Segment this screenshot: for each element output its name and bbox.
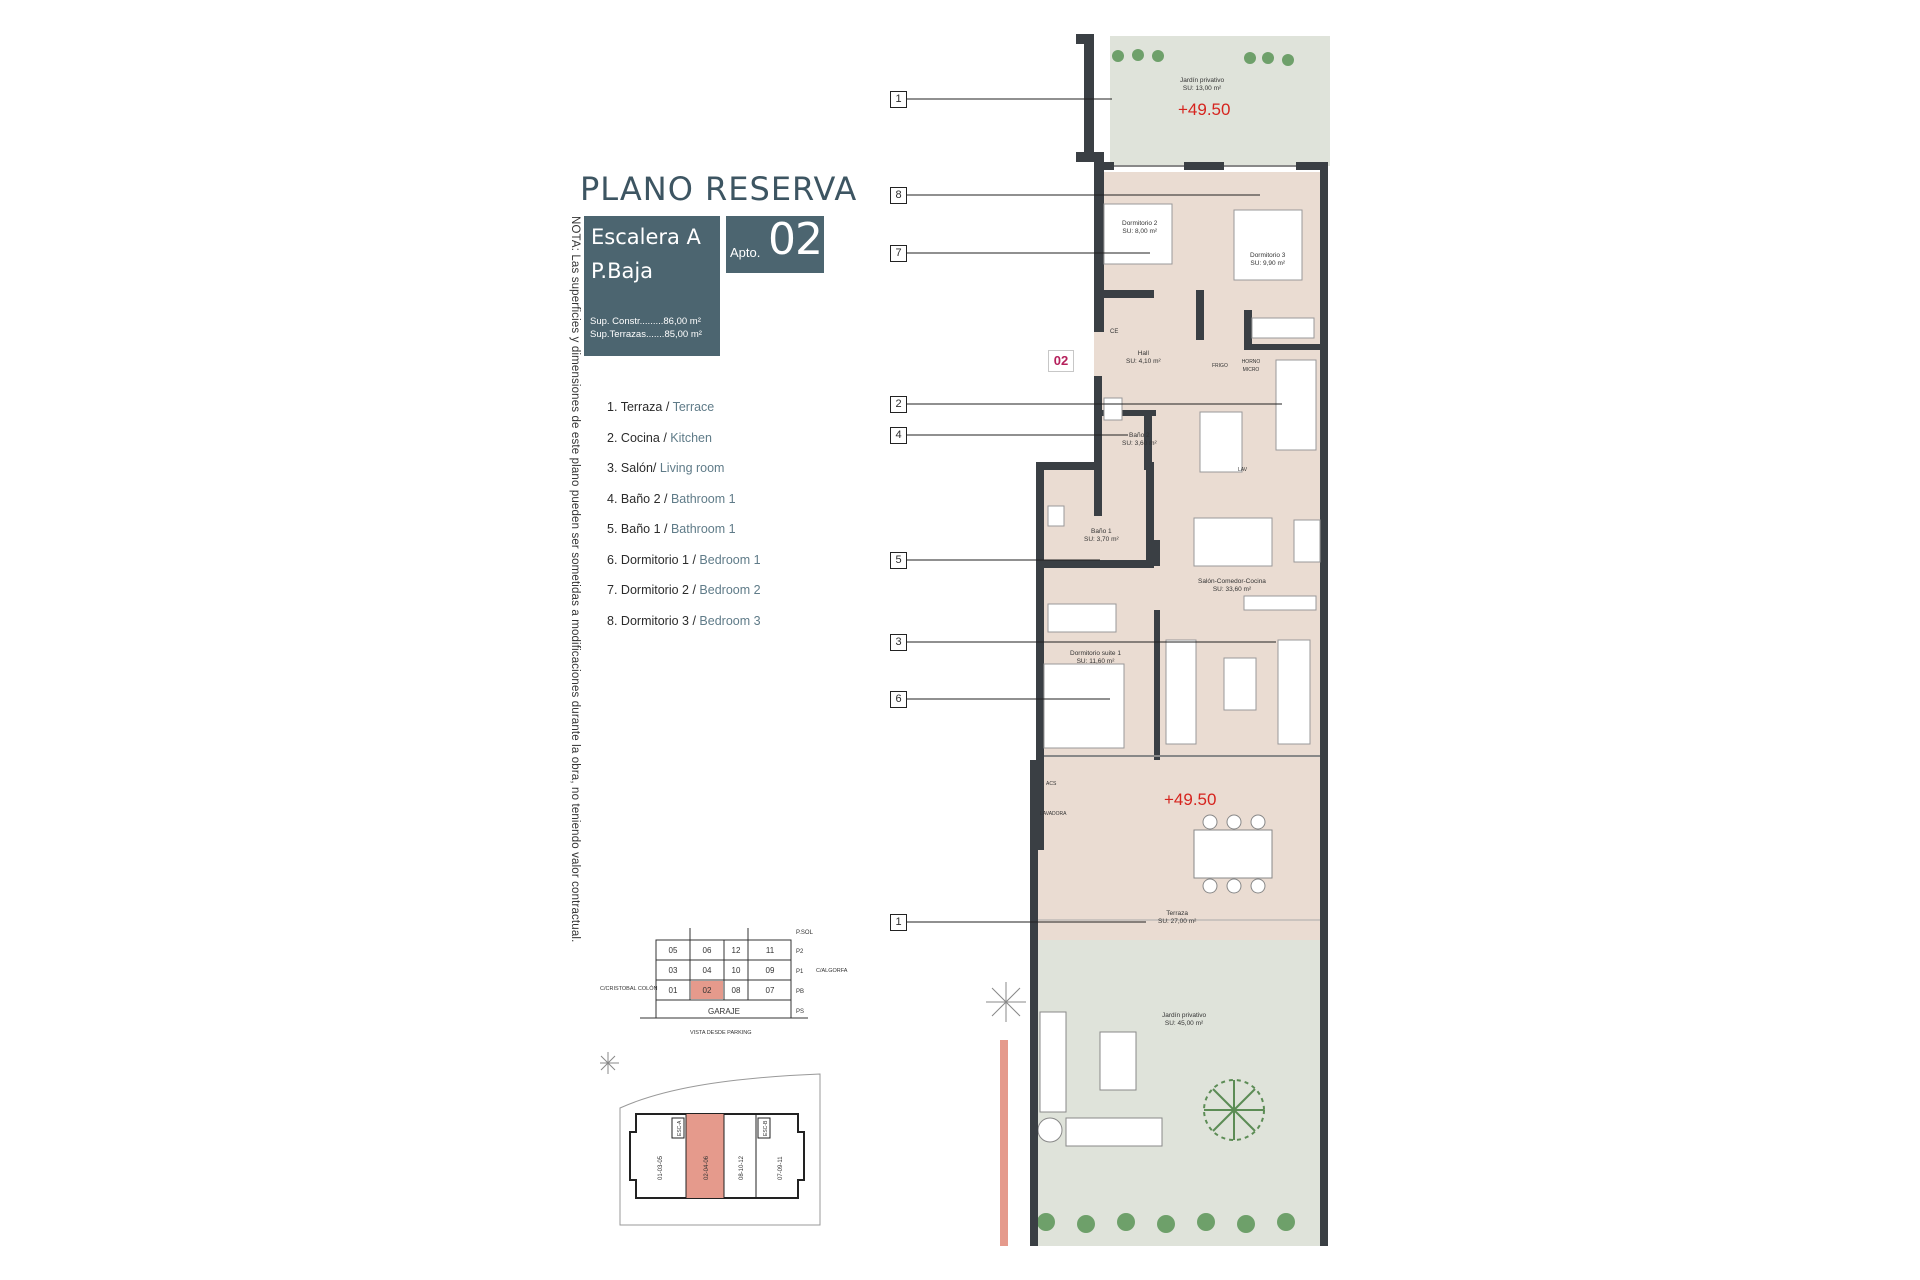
legend-item: 7. Dormitorio 2 / Bedroom 2 [607, 583, 761, 597]
key-cell: 03 [669, 966, 678, 975]
fixture-ce: CE [1110, 329, 1119, 335]
key-plan: 05 06 12 11 03 04 10 09 01 02 08 07 GARA… [600, 928, 848, 1036]
site-plan-highlight [686, 1114, 724, 1198]
ref-dorm2: 7 [890, 245, 907, 262]
ref-kitchen: 2 [890, 396, 907, 413]
built-area: Sup. Constr.........86,00 m² [590, 316, 701, 327]
terrace-table [1193, 814, 1273, 894]
stair-label: ESC-A [677, 1120, 683, 1136]
floor-label: P.SOL [796, 930, 814, 936]
legend-item: 8. Dormitorio 3 / Bedroom 3 [607, 613, 761, 628]
apartment-label: Apto. [730, 245, 761, 260]
key-cell: 08 [732, 986, 741, 995]
ref-dorm1: 6 [890, 691, 907, 708]
street-left: C/CRISTOBAL COLÓN [600, 985, 657, 992]
garden-bottom [1034, 940, 1328, 1246]
floor-label: PS [796, 1009, 804, 1015]
walls [1030, 34, 1328, 1246]
block-label: 01-03-05 [658, 1155, 664, 1180]
floor-label: P1 [796, 969, 804, 975]
ref-salon: 3 [890, 634, 907, 651]
key-cell: 12 [732, 946, 741, 955]
key-cell: 07 [766, 986, 775, 995]
apartment-number: 02 [768, 214, 823, 265]
fixture-horno: HORNO MICRO [1241, 359, 1261, 373]
floor-label: PB [796, 989, 804, 995]
legend-item: 5. Baño 1 / Bathroom 1 [607, 522, 736, 536]
fixture-lavadora: LAVADORA [1040, 811, 1067, 817]
fixture-frigo: FRIGO [1212, 363, 1228, 369]
key-cell: 04 [703, 966, 712, 975]
areas: Sup. Constr.........86,00 m² Sup.Terraza… [590, 316, 702, 341]
key-cell: 02 [703, 986, 712, 995]
legend-item: 2. Cocina / Kitchen [607, 430, 712, 445]
furniture [1043, 203, 1321, 749]
legend-item: 1. Terraza / Terrace [607, 400, 715, 414]
room-legend: 1. Terraza / Terrace 2. Cocina / Kitchen… [607, 400, 761, 644]
floor-label: P2 [796, 949, 804, 955]
shrub-icons [1112, 49, 1294, 66]
key-plan-highlight [691, 981, 723, 999]
key-cell: 06 [703, 946, 712, 955]
stair-label: ESC-B [763, 1120, 769, 1136]
apartment-tag: 02 [1048, 350, 1074, 372]
shrub-icons [1037, 1213, 1295, 1233]
leader-lines [906, 98, 1282, 923]
compass-icon [600, 1052, 619, 1074]
ref-bano1: 5 [890, 552, 907, 569]
block-label: 02-04-06 [704, 1155, 710, 1180]
compass-icon [986, 982, 1026, 1022]
scale-bar [1000, 1040, 1008, 1246]
disclaimer-note: NOTA: Las superficies y dimensiones de e… [569, 216, 581, 943]
legend-item: 6. Dormitorio 1 / Bedroom 1 [607, 552, 761, 567]
key-cell: 11 [766, 946, 775, 955]
page-title: PLANO RESERVA [580, 170, 858, 208]
key-plan-caption: VISTA DESDE PARKING [690, 1030, 752, 1036]
stair-label: Escalera A [591, 225, 701, 249]
terrace-floor [1034, 760, 1328, 940]
key-cell: 10 [732, 966, 741, 975]
terrace-area: Sup.Terrazas.......85,00 m² [590, 328, 702, 340]
elevation-top: +49.50 [1178, 100, 1231, 119]
ref-bano2: 4 [890, 427, 907, 444]
fixture-lav: LAV [1238, 467, 1248, 473]
key-cell: 01 [669, 986, 678, 995]
key-cell: GARAJE [708, 1007, 740, 1016]
legend-item: 4. Baño 2 / Bathroom 1 [607, 491, 736, 506]
block-label: 08-10-12 [739, 1155, 745, 1180]
elevation-terrace: +49.50 [1164, 790, 1217, 809]
site-plan: 01-03-05 02-04-06 08-10-12 07-09-11 ESC-… [600, 1052, 821, 1226]
info-box: Escalera A P.Baja Sup. Constr.........86… [584, 216, 720, 356]
garden-furniture [1037, 1011, 1163, 1147]
ref-dorm3: 8 [890, 187, 907, 204]
windows [1044, 165, 1320, 757]
stair-floor: Escalera A P.Baja [591, 220, 701, 288]
tree-icon [1203, 1079, 1265, 1141]
ref-terrace-top: 1 [890, 91, 907, 108]
fixture-acs: ACS [1046, 781, 1057, 787]
key-cell: 09 [766, 966, 775, 975]
apartment-box: Apto. 02 [726, 214, 824, 273]
floor-label: P.Baja [591, 259, 654, 283]
legend-item: 3. Salón/ Living room [607, 461, 725, 475]
street-right: C/ALGORFA [816, 968, 848, 974]
ref-terrace-bottom: 1 [890, 914, 907, 931]
block-label: 07-09-11 [778, 1156, 784, 1180]
key-cell: 05 [669, 946, 678, 955]
